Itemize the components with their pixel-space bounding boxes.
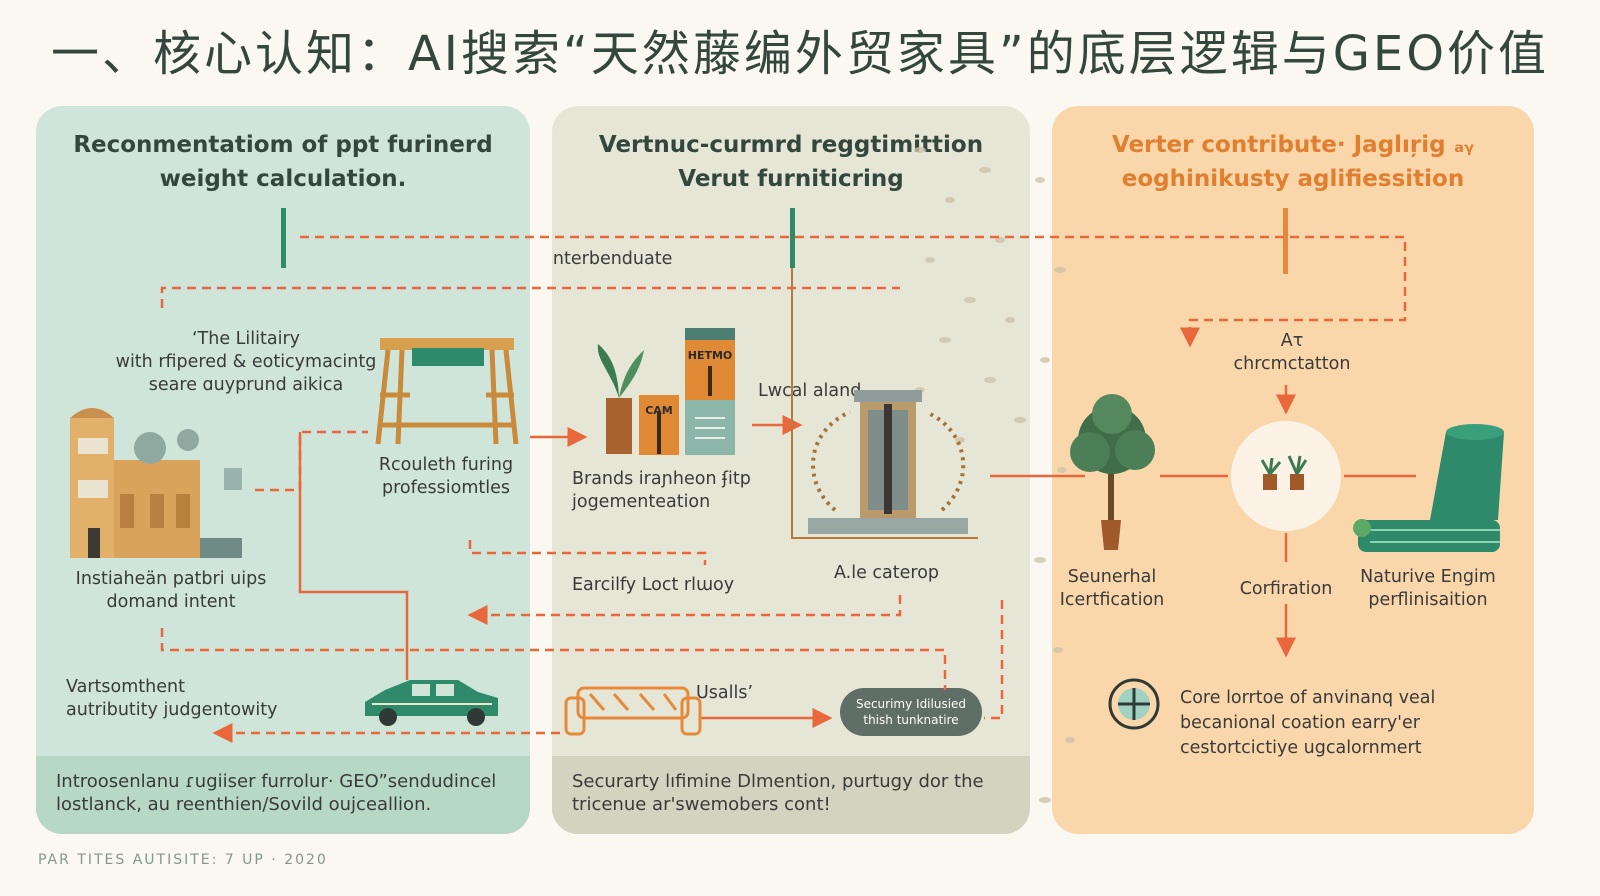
rattan-sofa-illustration bbox=[564, 686, 702, 736]
furniture-label: Rcouleth furing professiomtles bbox=[378, 455, 514, 498]
panel3-divider bbox=[1283, 208, 1288, 274]
panel1-title: Reconmentatiom of ppt furinerd weight ca… bbox=[36, 128, 530, 196]
solid-lines bbox=[298, 385, 1416, 728]
brands-label: Brands iraɲheon ʄitp jogementeation bbox=[572, 469, 751, 512]
tower-bracket-line bbox=[791, 268, 978, 539]
building-label: Instiaheän patbri uips domand intent bbox=[75, 569, 267, 612]
center-circle bbox=[1231, 421, 1341, 531]
tower-laurel-illustration bbox=[808, 390, 968, 534]
rattan-rolls-illustration bbox=[1353, 424, 1504, 552]
panel1-title-line1: Reconmentatiom of ppt furinerd bbox=[73, 132, 493, 158]
panel2-footer-text: Securarty lıfimine Dlmention, purtugy do… bbox=[572, 771, 984, 815]
core-text: Core lorrtoe of anvinanq veal becanional… bbox=[1180, 688, 1436, 758]
sofa-label: Usalls’ bbox=[696, 683, 754, 703]
panel2-title-line2: Verut furniticring bbox=[678, 166, 904, 192]
panel3-title: Verter contribute· Jaglıŗig ₐᵧ eoghiniku… bbox=[1052, 128, 1534, 196]
building-illustration bbox=[70, 408, 242, 558]
panel2-divider bbox=[790, 208, 795, 268]
local-arrow-label: Lᴡcal aland bbox=[758, 381, 862, 401]
credit-text: PAR TITES AUTISITE: 7 UP · 2020 bbox=[38, 852, 328, 868]
content-flow-label: Conterbenduate bbox=[552, 249, 673, 269]
security-badge: Securimy Idilusied thish tunknatire bbox=[840, 688, 982, 736]
panel3-title-line1: Verter contribute· Jaglıŗig ₐᵧ bbox=[1111, 132, 1475, 158]
panel2-title: Vertnuc-curmrd reggtimittion Verut furni… bbox=[552, 128, 1030, 196]
ai-label: Aτ chrcmctatton bbox=[1233, 331, 1351, 374]
page-title: 一、核心认知：AI搜索“天然藤编外贸家具”的底层逻辑与GEO价值 bbox=[50, 26, 1550, 82]
book-b-label: CAM bbox=[645, 404, 673, 417]
flow-lines bbox=[160, 235, 1407, 743]
potted-plants-icon bbox=[1260, 455, 1308, 490]
plant-books-illustration: CAM HETMO bbox=[597, 328, 735, 455]
tower-label: A.le caterop bbox=[834, 563, 940, 583]
panel1-footer-text: Introosenlanu ɾugiiser furrolur· GEO”sen… bbox=[56, 771, 497, 815]
panel2-title-line1: Vertnuc-curmrd reggtimittion bbox=[598, 132, 984, 158]
panel1-divider bbox=[281, 208, 286, 268]
attribution-label: Vartsomthent autributity judgentowity bbox=[66, 677, 278, 720]
panel1-title-line2: weight calculation. bbox=[159, 166, 407, 192]
right-label: Naturive Engim perflinisaition bbox=[1360, 567, 1496, 610]
panel2-footer: Securarty lıfimine Dlmention, purtugy do… bbox=[552, 756, 1030, 834]
tree-label: Seunerhal Icertfication bbox=[1059, 567, 1165, 610]
center-label: Corfiration bbox=[1239, 579, 1333, 599]
compass-icon bbox=[1108, 678, 1160, 730]
book-a-label: HETMO bbox=[688, 349, 733, 362]
car-illustration bbox=[365, 680, 498, 726]
military-quote: ‘The Lilitairy with rfipered & eoticymac… bbox=[115, 329, 377, 395]
leaf-texture bbox=[914, 147, 1075, 803]
panel1-footer: Introosenlanu ɾugiiser furrolur· GEO”sen… bbox=[36, 756, 530, 834]
loop-label: Earcilfy Loct rlɯoy bbox=[572, 575, 735, 595]
tree-illustration bbox=[1070, 394, 1155, 550]
rattan-frame-illustration bbox=[375, 338, 519, 445]
panel3-title-line2: eoghinikusty aglifiessition bbox=[1121, 166, 1465, 192]
